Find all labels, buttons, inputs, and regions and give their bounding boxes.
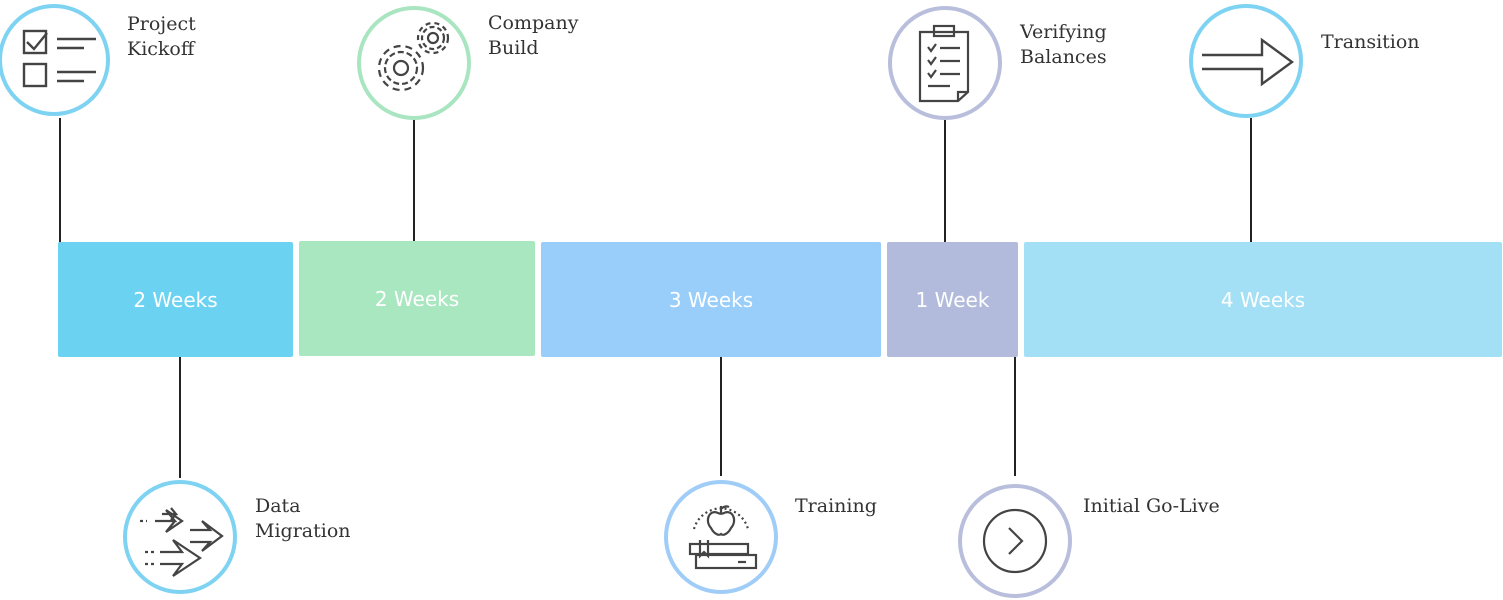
project-kickoff-node: [0, 4, 110, 116]
label-data-migration: Data Migration: [255, 495, 351, 542]
phase-duration: 4 Weeks: [1220, 287, 1306, 312]
phase-duration: 2 Weeks: [133, 287, 218, 312]
label-company-build: Company Build: [488, 12, 579, 59]
phase-bar-company-build: 2 Weeks: [299, 241, 535, 356]
verifying-balances-node: [888, 6, 1002, 120]
apple-books-icon: [688, 505, 758, 570]
label-transition: Transition: [1321, 31, 1420, 53]
clipboard-checklist-icon: [918, 24, 970, 103]
label-project-kickoff: Project Kickoff: [127, 13, 196, 60]
verifying-balances-circle: [888, 6, 1002, 120]
phase-bar-project-kickoff: 2 Weeks: [58, 242, 293, 357]
company-build-node: [357, 6, 471, 120]
connectors: [59, 118, 1252, 478]
transition-node: [1189, 4, 1303, 118]
checklist-icon: [22, 29, 96, 88]
transition-circle: [1189, 4, 1303, 118]
phase-duration: 1 Week: [915, 287, 990, 312]
training-node: [664, 480, 778, 594]
phase-bar-verifying-balances: 1 Week: [887, 242, 1018, 357]
training-circle: [664, 480, 778, 594]
arrows-transfer-icon: [140, 507, 224, 577]
data-migration-circle: [123, 480, 237, 594]
phase-bar-training: 3 Weeks: [541, 242, 881, 357]
initial-go-live-circle: [958, 484, 1072, 598]
arrow-right-icon: [1202, 37, 1295, 87]
data-migration-node: [123, 480, 237, 594]
label-verifying-balances: Verifying Balances: [1020, 21, 1107, 68]
phase-duration: 2 Weeks: [374, 286, 460, 311]
label-training: Training: [795, 495, 877, 517]
phase-bar-transition: 4 Weeks: [1024, 242, 1502, 357]
initial-go-live-node: [958, 484, 1072, 598]
phase-duration: 3 Weeks: [668, 287, 754, 312]
company-build-circle: [357, 6, 471, 120]
project-kickoff-circle: [0, 4, 110, 116]
gears-icon: [377, 21, 450, 92]
label-initial-go-live: Initial Go-Live: [1083, 495, 1220, 517]
chevron-circle-icon: [982, 508, 1048, 574]
